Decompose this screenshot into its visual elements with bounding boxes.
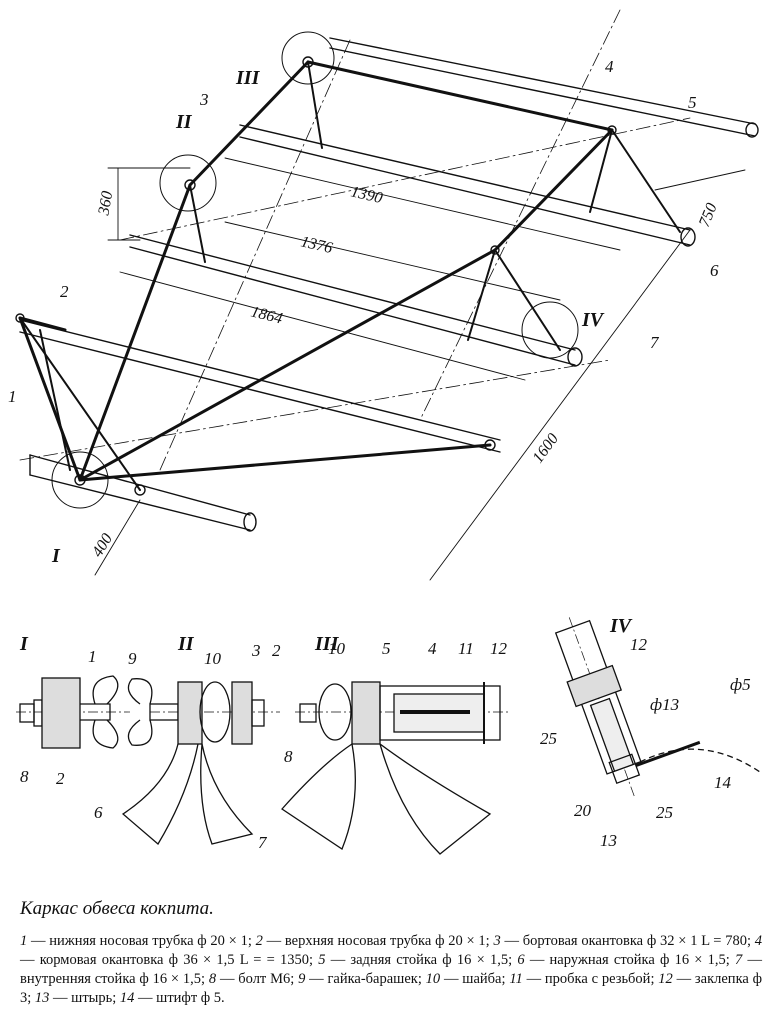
- detail-I-label-9: 9: [128, 649, 137, 668]
- dim-400: 400: [89, 531, 116, 560]
- detail-IV-dim-d13: ф13: [650, 695, 679, 714]
- detail-III-label-4: 4: [428, 639, 437, 658]
- detail-sections: I II III IV 1 9 8 2 10 3 2 8 6 7 10 5 4 …: [16, 615, 761, 855]
- detail-IV-label-13: 13: [600, 831, 617, 850]
- frame-perspective-view: 360 1390 1376 1864 750 1600 400 1 2 3 4 …: [8, 9, 759, 581]
- detail-IV-label-14: 14: [714, 773, 732, 792]
- legend-item-number: 9: [298, 971, 306, 987]
- detail-IV-dim-25b: 25: [656, 803, 673, 822]
- detail-IV-dim-20: 20: [574, 801, 592, 820]
- legend-item-text: — пробка с резьбой;: [522, 971, 659, 987]
- frame-joints: [15, 56, 617, 496]
- legend-item-number: 3: [493, 933, 501, 949]
- dim-750: 750: [696, 201, 721, 230]
- detail-mark-IV: IV: [581, 309, 605, 331]
- detail-III-drawing: [281, 681, 510, 855]
- detail-mark-II: II: [175, 111, 193, 133]
- legend-item-text: — верхняя носовая трубка ф 20 × 1;: [262, 933, 494, 949]
- detail-callout-circles: [51, 31, 579, 509]
- legend-item-number: 6: [517, 952, 525, 968]
- detail-IV-dim-d5: ф5: [730, 675, 751, 694]
- dim-1864: 1864: [249, 303, 284, 327]
- legend-item-text: — наружная стойка ф 16 × 1,5;: [524, 952, 736, 968]
- legend-item-number: 11: [509, 971, 523, 987]
- detail-I-label-2: 2: [56, 769, 65, 788]
- detail-II-label-2: 2: [272, 641, 281, 660]
- legend-item-text: — задняя стойка ф 16 × 1,5;: [325, 952, 518, 968]
- detail-mark-III: III: [235, 67, 261, 89]
- detail-title-III: III: [314, 633, 340, 655]
- frame-tubes: [18, 60, 614, 482]
- legend-item-number: 4: [754, 933, 763, 949]
- detail-III-label-5: 5: [382, 639, 391, 658]
- legend-item-number: 7: [735, 952, 743, 968]
- figure-legend: 1 — нижняя носовая трубка ф 20 × 1; 2 — …: [20, 932, 762, 1008]
- figure-caption: Каркас обвеса кокпита.: [20, 898, 214, 919]
- legend-item-number: 1: [20, 933, 28, 949]
- part-label-3: 3: [199, 90, 209, 109]
- detail-II-label-7: 7: [258, 833, 268, 852]
- detail-IV-dim-25a: 25: [540, 729, 557, 748]
- part-label-7: 7: [650, 333, 660, 352]
- legend-item-text: — штифт ф 5.: [134, 990, 225, 1006]
- detail-II-dim-10: 10: [204, 649, 222, 668]
- legend-item-number: 12: [658, 971, 673, 987]
- dim-1600: 1600: [529, 430, 562, 466]
- detail-I-drawing: [16, 675, 130, 749]
- detail-title-IV: IV: [609, 615, 633, 637]
- legend-item-text: — болт М6;: [216, 971, 299, 987]
- legend-item-number: 13: [34, 990, 50, 1006]
- legend-item-number: 2: [255, 933, 263, 949]
- dimension-lines: [94, 157, 746, 581]
- detail-II-label-8: 8: [284, 747, 293, 766]
- legend-item-text: — заклепка ф 3;: [20, 971, 763, 1006]
- detail-III-label-11: 11: [458, 639, 474, 658]
- dim-360: 360: [95, 190, 116, 218]
- legend-item-number: 8: [208, 971, 217, 987]
- detail-IV-pin-arc: [639, 748, 761, 773]
- part-label-2: 2: [60, 282, 69, 301]
- detail-II-label-3: 3: [251, 641, 261, 660]
- legend-item-number: 10: [425, 971, 441, 987]
- legend-item-text: — штырь;: [49, 990, 120, 1006]
- legend-item-number: 5: [318, 952, 326, 968]
- detail-title-I: I: [19, 633, 29, 655]
- detail-IV-drawing: [554, 617, 701, 797]
- part-label-5: 5: [688, 93, 697, 112]
- legend-item-text: — шайба;: [440, 971, 510, 987]
- legend-item-text: — нижняя носовая трубка ф 20 × 1;: [27, 933, 256, 949]
- detail-mark-I: I: [51, 545, 61, 567]
- part-label-4: 4: [605, 57, 614, 76]
- detail-II-drawing: [121, 678, 280, 845]
- detail-III-label-12: 12: [490, 639, 508, 658]
- dim-1376: 1376: [299, 233, 334, 257]
- detail-III-label-10: 10: [328, 639, 346, 658]
- legend-item-text: — бортовая окантовка ф 32 × 1 L = 780;: [500, 933, 755, 949]
- part-label-6: 6: [710, 261, 719, 280]
- detail-IV-label-12: 12: [630, 635, 648, 654]
- detail-II-label-6: 6: [94, 803, 103, 822]
- detail-title-II: II: [177, 633, 195, 655]
- hull-side-tubes: [19, 37, 759, 532]
- legend-item-text: — гайка-барашек;: [305, 971, 426, 987]
- legend-item-text: — внутренняя стойка ф 16 × 1,5;: [20, 952, 763, 987]
- legend-item-text: — кормовая окантовка ф 36 × 1,5 L = = 13…: [20, 952, 319, 968]
- detail-I-label-1: 1: [88, 647, 97, 666]
- part-label-1: 1: [8, 387, 17, 406]
- dim-1390: 1390: [349, 183, 384, 207]
- struts: [19, 61, 681, 491]
- detail-I-label-8: 8: [20, 767, 29, 786]
- legend-item-number: 14: [119, 990, 135, 1006]
